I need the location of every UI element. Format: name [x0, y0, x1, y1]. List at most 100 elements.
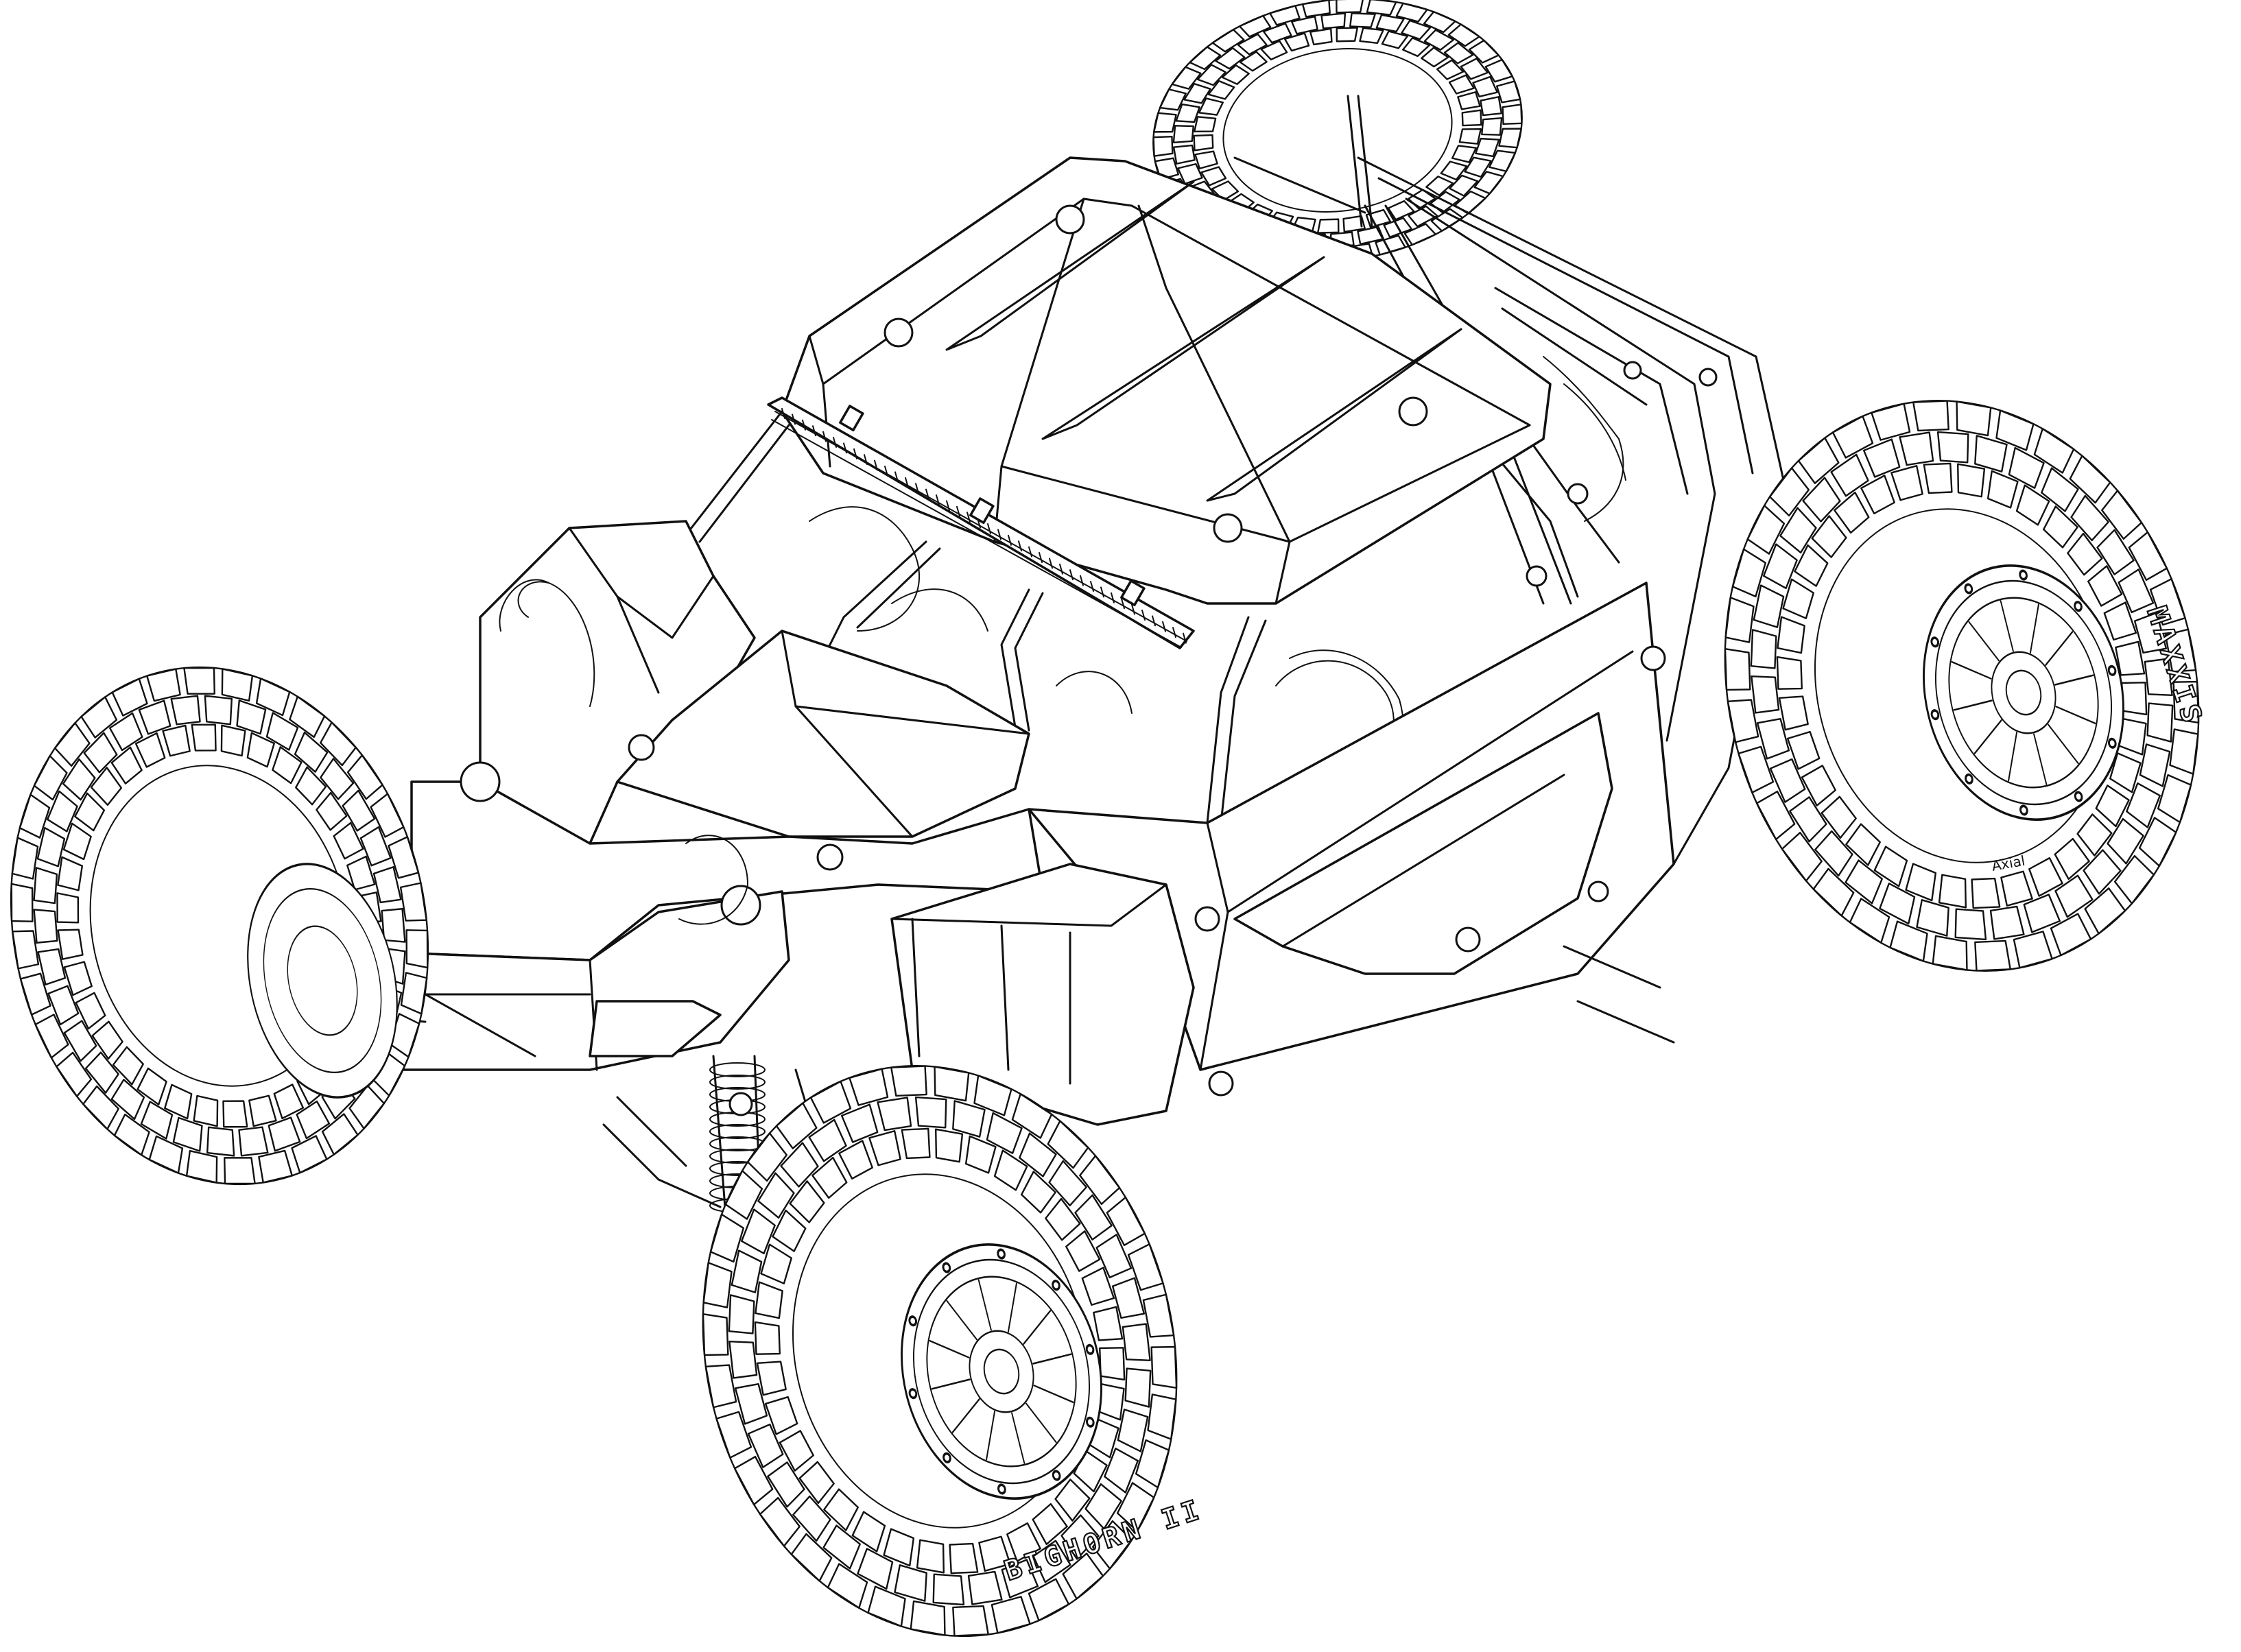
tread-block: [1079, 1155, 1121, 1206]
tread-block: [808, 1118, 847, 1162]
tread-block: [952, 1100, 986, 1138]
tread-block: [709, 1213, 745, 1263]
tread-block: [734, 1383, 768, 1425]
tread-block: [1480, 96, 1503, 117]
beadlock-bolt: [2074, 791, 2083, 802]
tread-block: [148, 1135, 184, 1174]
tread-block: [36, 826, 66, 867]
tread-block: [91, 1020, 123, 1060]
tread-block: [47, 985, 80, 1026]
tread-block: [1290, 15, 1318, 35]
wheel-spoke: [2054, 674, 2094, 686]
tread-block: [268, 1116, 301, 1152]
tread-block: [370, 793, 405, 838]
wheel-spoke: [1951, 660, 1992, 680]
tread-block: [1974, 435, 2008, 472]
tread-block: [37, 948, 67, 985]
tread-block: [333, 822, 364, 860]
tread-block: [320, 721, 357, 767]
roof-bolt: [1213, 513, 1243, 543]
tread-block: [890, 1065, 927, 1097]
tread-block: [1468, 39, 1499, 64]
tread-block: [1189, 46, 1222, 71]
tread-block: [2157, 774, 2192, 824]
tread-block: [1336, 27, 1359, 43]
tread-block: [1750, 629, 1777, 669]
tread-block: [790, 1533, 833, 1582]
tread-block: [2043, 505, 2078, 549]
tread-block: [62, 758, 96, 801]
tread-block: [1440, 160, 1468, 181]
tread-block: [1032, 1503, 1068, 1546]
tread-block: [1899, 431, 1934, 466]
tread-block: [19, 972, 51, 1016]
tread-block: [1423, 11, 1456, 34]
tread-block: [2054, 837, 2090, 881]
tread-block: [1381, 30, 1409, 49]
tread-block: [54, 722, 91, 767]
tread-block: [2083, 849, 2122, 895]
tread-block: [1776, 656, 1803, 690]
tread-block: [140, 1101, 174, 1140]
tread-block: [2115, 641, 2146, 676]
tread-block: [248, 1094, 277, 1127]
tread-block: [973, 1075, 1012, 1116]
tread-block: [1074, 1194, 1113, 1241]
tread-block: [767, 1461, 805, 1508]
tread-block: [57, 929, 84, 960]
wheel-spoke: [2000, 600, 2014, 652]
tread-block: [320, 758, 355, 800]
tread-block: [1065, 1230, 1101, 1272]
tread-block: [2013, 931, 2053, 969]
tread-block: [838, 1140, 873, 1180]
tread-block: [1401, 19, 1432, 40]
tread-block: [1738, 745, 1775, 793]
tread-block: [1387, 200, 1415, 221]
tread-block: [220, 724, 246, 757]
tread-block: [2149, 578, 2186, 626]
tread-block: [1457, 91, 1481, 110]
tread-block: [265, 712, 299, 751]
tread-block: [1890, 465, 1923, 501]
tread-block: [916, 1539, 945, 1574]
tread-block: [1954, 908, 1987, 941]
tread-block: [1916, 899, 1949, 937]
tread-block: [193, 1094, 219, 1127]
tread-block: [1777, 616, 1805, 654]
tread-block: [2118, 568, 2155, 614]
wheel-spoke: [951, 1398, 980, 1433]
beadlock-bolt: [1085, 1343, 1095, 1355]
tread-block: [34, 1014, 69, 1059]
tread-block: [246, 732, 275, 768]
tread-block: [162, 724, 191, 757]
tread-block: [295, 766, 327, 806]
tread-block: [809, 1080, 852, 1124]
tread-block: [1194, 150, 1218, 169]
tread-block: [2109, 752, 2142, 793]
tread-block: [1147, 1393, 1177, 1440]
tread-block: [894, 1564, 927, 1602]
tread-block: [1193, 134, 1214, 152]
tread-block: [756, 1361, 787, 1396]
tread-block: [2067, 532, 2103, 576]
tread-block: [1054, 1479, 1091, 1522]
tread-block: [63, 1020, 97, 1062]
tread-block: [1871, 403, 1911, 441]
tread-block: [849, 1068, 889, 1106]
tread-block: [1845, 859, 1883, 905]
tread-block: [840, 1103, 879, 1143]
tread-block: [1755, 790, 1796, 841]
tread-block: [1366, 0, 1397, 16]
tread-block: [1211, 29, 1245, 53]
tread-block: [764, 1396, 798, 1435]
beadlock-bolt: [997, 1248, 1006, 1260]
tread-block: [348, 1084, 386, 1129]
tread-block: [400, 972, 428, 1015]
tread-block: [934, 1066, 970, 1102]
tread-block: [2146, 702, 2174, 743]
beadlock-bolt: [2019, 804, 2028, 816]
wheel-spoke: [1025, 1402, 1057, 1444]
tread-block: [2126, 782, 2161, 828]
tread-block: [2103, 601, 2137, 641]
tread-block: [1104, 1447, 1139, 1494]
